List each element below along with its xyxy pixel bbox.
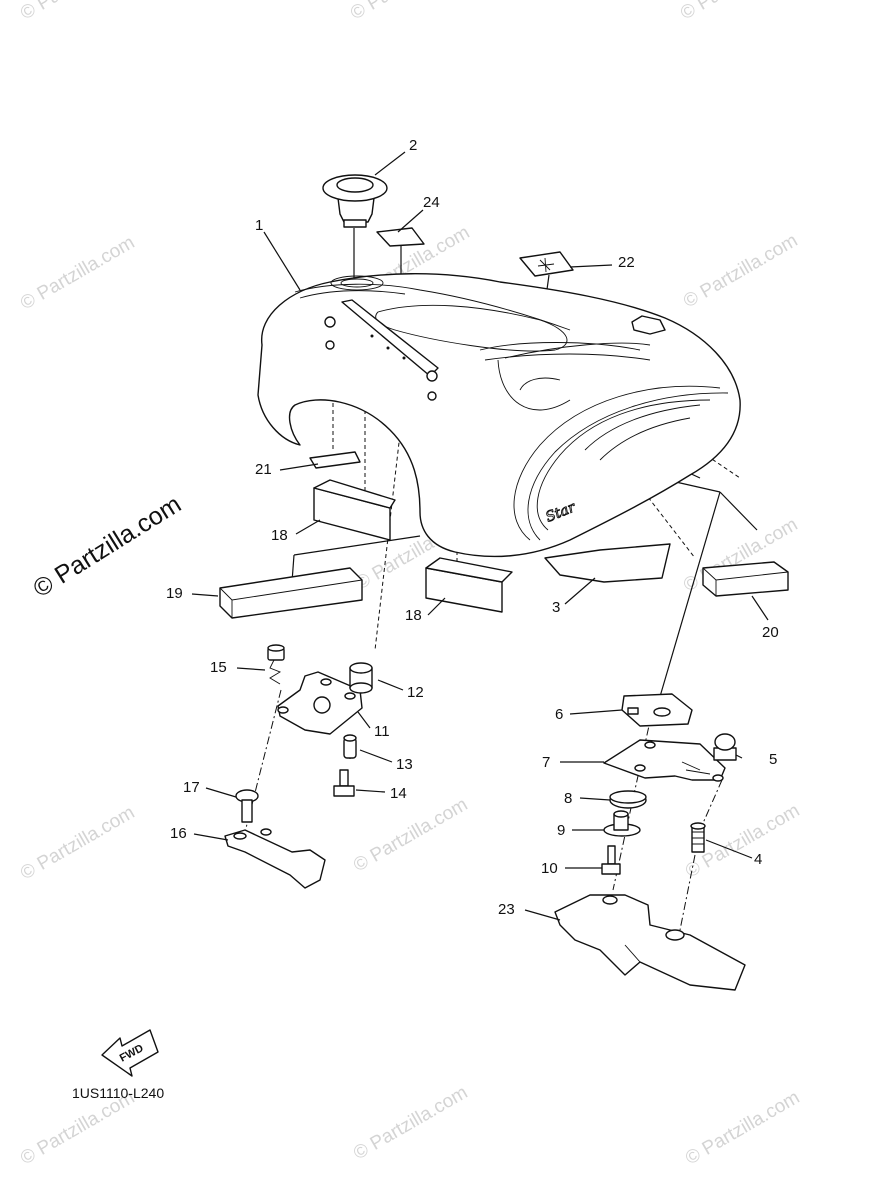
callout-18-left: 18 xyxy=(271,527,288,544)
damper-6 xyxy=(621,693,693,727)
callout-3: 3 xyxy=(552,599,560,616)
callout-14: 14 xyxy=(390,785,407,802)
bolt-14 xyxy=(333,769,355,797)
damper-12 xyxy=(349,662,373,694)
collar-9 xyxy=(603,810,641,837)
callout-10: 10 xyxy=(541,860,558,877)
callout-20: 20 xyxy=(762,624,779,641)
watermark: © Partzilla.com xyxy=(17,232,138,314)
callout-16: 16 xyxy=(170,825,187,842)
callout-21: 21 xyxy=(255,461,272,478)
watermark: © Partzilla.com xyxy=(17,0,138,24)
watermark: © Partzilla.com xyxy=(347,0,468,24)
callout-leaders xyxy=(191,151,769,921)
collar-13 xyxy=(343,734,357,759)
callout-24: 24 xyxy=(423,194,440,211)
watermark: © Partzilla.com xyxy=(677,0,798,24)
callout-9: 9 xyxy=(557,822,565,839)
fwd-arrow-icon: FWD xyxy=(101,1029,159,1077)
bracket-7 xyxy=(603,739,726,782)
callout-5: 5 xyxy=(769,751,777,768)
pad-3 xyxy=(544,543,671,583)
emblem-label-22 xyxy=(519,251,574,277)
bracket-23 xyxy=(554,894,746,991)
callout-19: 19 xyxy=(166,585,183,602)
fuel-cap xyxy=(322,174,388,228)
stud-4 xyxy=(690,822,706,853)
callout-12: 12 xyxy=(407,684,424,701)
callout-2: 2 xyxy=(409,137,417,154)
bolt-10 xyxy=(601,845,621,875)
washer-8 xyxy=(609,790,647,809)
emblem-label-24 xyxy=(376,227,425,247)
callout-11: 11 xyxy=(374,723,390,740)
watermark: © Partzilla.com xyxy=(682,1087,803,1169)
callout-8: 8 xyxy=(564,790,572,807)
watermark: © Partzilla.com xyxy=(350,1082,471,1164)
pad-18-right xyxy=(425,557,513,613)
nut-5 xyxy=(713,733,737,761)
pad-19 xyxy=(219,567,363,619)
watermark: © Partzilla.com xyxy=(350,794,471,876)
callout-17: 17 xyxy=(183,779,200,796)
callout-15: 15 xyxy=(210,659,227,676)
bolt-15 xyxy=(267,644,285,685)
callout-7: 7 xyxy=(542,754,550,771)
callout-22: 22 xyxy=(618,254,635,271)
callout-4: 4 xyxy=(754,851,762,868)
bolt-17 xyxy=(235,789,259,823)
callout-labels: 1 2 24 22 21 18 19 18 3 20 15 12 11 13 1… xyxy=(166,137,779,918)
callout-18-right: 18 xyxy=(405,607,422,624)
callout-1: 1 xyxy=(255,217,263,234)
watermark: © Partzilla.com xyxy=(680,230,801,312)
watermark-large: © Partzilla.com xyxy=(28,490,186,603)
callout-6: 6 xyxy=(555,706,563,723)
fuel-tank: Star xyxy=(257,273,741,558)
bracket-16 xyxy=(224,828,326,889)
pad-18-left xyxy=(313,479,396,541)
watermark: © Partzilla.com xyxy=(17,802,138,884)
watermark-layer: © Partzilla.com © Partzilla.com © Partzi… xyxy=(17,0,803,1169)
callout-23: 23 xyxy=(498,901,515,918)
pad-20 xyxy=(702,561,789,597)
pad-21 xyxy=(309,451,361,469)
bracket-11 xyxy=(277,671,363,735)
diagram-code: 1US1110-L240 xyxy=(72,1085,164,1101)
callout-13: 13 xyxy=(396,756,413,773)
